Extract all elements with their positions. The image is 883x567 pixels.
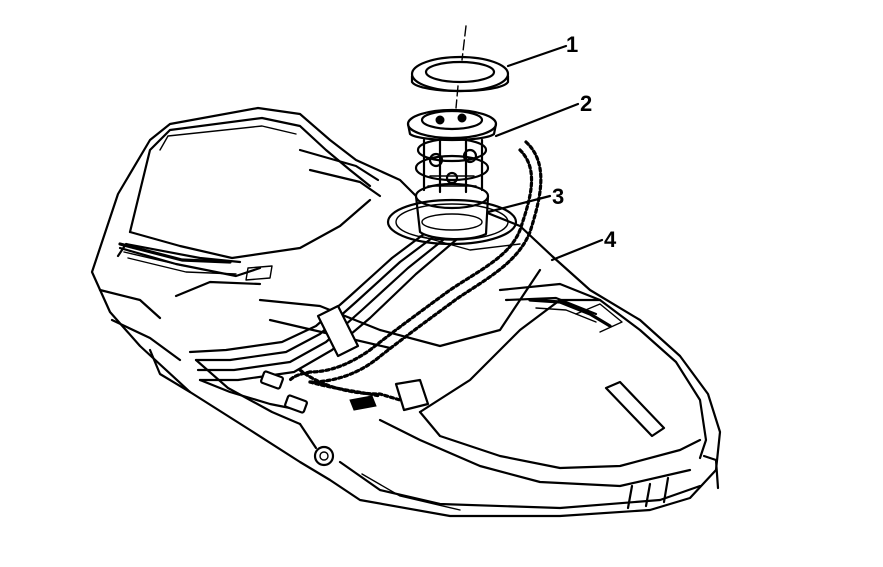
fuel-tank (90, 106, 722, 518)
callout-2: 2 (580, 91, 593, 116)
callout-4: 4 (604, 227, 617, 252)
fuel-pump-module (386, 108, 518, 246)
callout-1: 1 (566, 32, 579, 57)
callout-3: 3 (552, 184, 565, 209)
leader-lines (486, 44, 604, 262)
lock-ring (410, 25, 510, 109)
fuel-lines (188, 140, 543, 467)
